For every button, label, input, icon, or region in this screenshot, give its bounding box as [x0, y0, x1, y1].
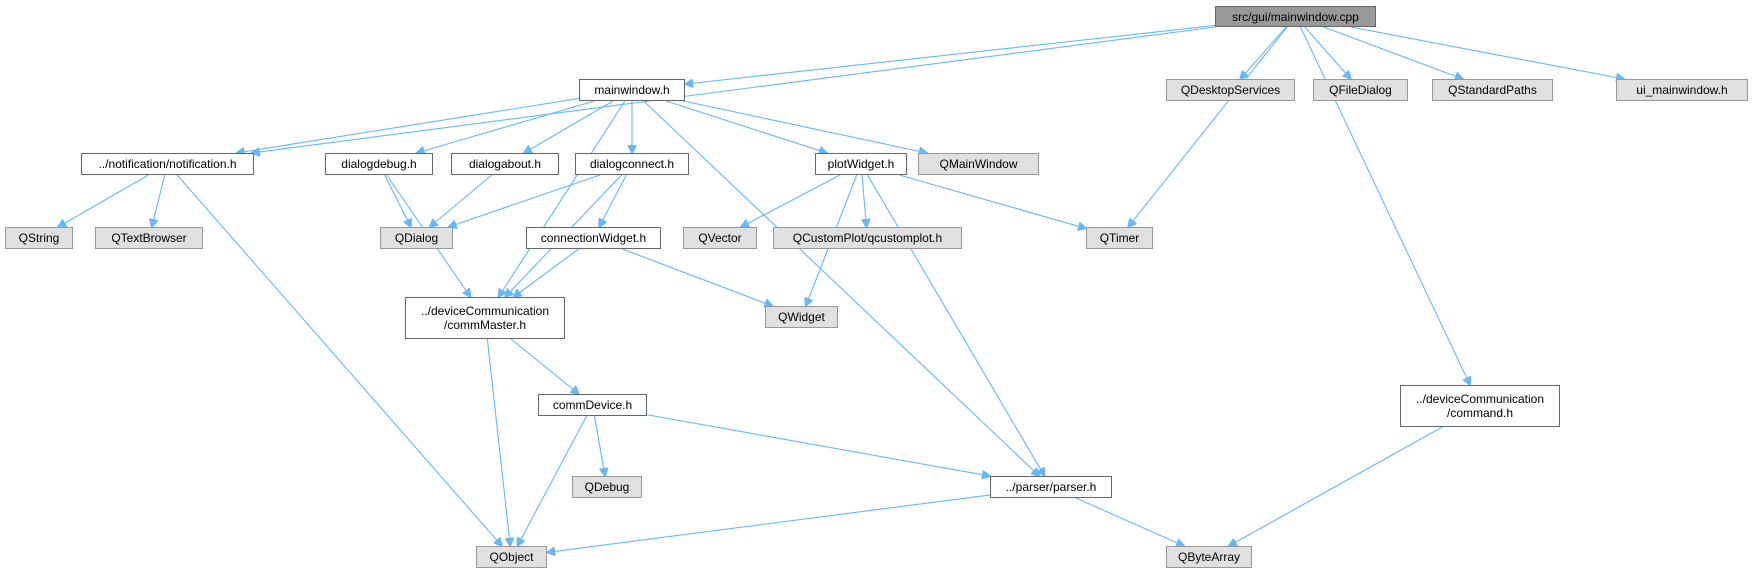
edge-root-to-qdesktop	[1240, 26, 1287, 79]
edge-notification-to-qtextbrowser	[152, 174, 166, 227]
edge-dialogconnect-to-qdialog	[449, 174, 601, 227]
node-qtextbrowser[interactable]: QTextBrowser	[95, 227, 203, 249]
node-qbytearray[interactable]: QByteArray	[1166, 546, 1252, 568]
edge-mainwindow-to-qmainwindow	[683, 100, 927, 153]
node-dialogconnect-h[interactable]: dialogconnect.h	[575, 153, 689, 175]
edge-mainwindow-to-notification	[237, 97, 580, 153]
node-qmainwindow[interactable]: QMainWindow	[918, 153, 1039, 175]
edge-root-to-qfiledialog	[1304, 26, 1351, 79]
node-qdesktopservices[interactable]: QDesktopServices	[1166, 79, 1295, 101]
node-dialogdebug-h[interactable]: dialogdebug.h	[325, 153, 433, 175]
edge-mainwindow-to-plotwidget	[665, 100, 827, 153]
edge-plotwidget-to-qcustomplot	[862, 174, 867, 227]
edge-mainwindow-to-commmaster	[499, 100, 626, 297]
node-plotwidget-h[interactable]: plotWidget.h	[815, 153, 907, 175]
node-commdevice-h[interactable]: commDevice.h	[538, 394, 647, 416]
edge-mainwindow-to-dialogabout	[524, 100, 614, 153]
node-parser-h[interactable]: ../parser/parser.h	[990, 476, 1112, 498]
edge-commdevice-to-qdebug	[593, 415, 605, 476]
node-ui-mainwindow-h[interactable]: ui_mainwindow.h	[1616, 79, 1748, 101]
node-notification-h[interactable]: ../notification/notification.h	[81, 153, 254, 175]
edge-command-to-qbytearray	[1229, 426, 1443, 546]
node-qwidget[interactable]: QWidget	[765, 306, 838, 328]
edge-notification-to-qobject	[176, 174, 502, 546]
edge-root-to-qstandardpaths	[1323, 26, 1463, 79]
node-qdebug[interactable]: QDebug	[572, 476, 642, 498]
edge-connwidget-to-qwidget	[622, 248, 772, 306]
node-qcustomplot-h[interactable]: QCustomPlot/qcustomplot.h	[773, 227, 962, 249]
edge-connwidget-to-commmaster	[513, 248, 579, 297]
edge-commdevice-to-qobject	[517, 415, 588, 546]
node-mainwindow-cpp[interactable]: src/gui/mainwindow.cpp	[1215, 6, 1376, 27]
edge-parser-to-qbytearray	[1075, 497, 1184, 546]
node-connectionwidget-h[interactable]: connectionWidget.h	[526, 227, 661, 249]
node-qvector[interactable]: QVector	[683, 227, 757, 249]
edge-dialogabout-to-qdialog	[430, 174, 493, 227]
edge-parser-to-qobject	[547, 494, 991, 552]
edge-commmaster-to-commdevice	[510, 338, 579, 394]
node-qobject[interactable]: QObject	[476, 546, 547, 568]
edge-dialogconnect-to-connwidget	[599, 174, 627, 227]
edge-plotwidget-to-qvector	[741, 174, 841, 227]
edge-notification-to-qstring	[58, 174, 149, 227]
edge-dialogdebug-to-qdialog	[384, 174, 411, 227]
node-qdialog[interactable]: QDialog	[380, 227, 453, 249]
node-dialogabout-h[interactable]: dialogabout.h	[451, 153, 559, 175]
edge-root-to-qtimer	[1128, 26, 1288, 227]
node-qstring[interactable]: QString	[5, 227, 73, 249]
edge-plotwidget-to-parser	[866, 174, 1044, 476]
edge-mainwindow-to-dialogdebug	[417, 100, 595, 153]
node-qfiledialog[interactable]: QFileDialog	[1313, 79, 1408, 101]
edge-commmaster-to-qobject	[486, 338, 510, 546]
edge-mainwindow-to-parser	[643, 100, 1040, 476]
edge-root-to-mainwindow	[685, 24, 1216, 84]
node-qstandardpaths[interactable]: QStandardPaths	[1432, 79, 1553, 101]
node-command-h[interactable]: ../deviceCommunication /command.h	[1400, 385, 1560, 427]
edge-plotwidget-to-qtimer	[899, 174, 1086, 228]
node-commmaster-h[interactable]: ../deviceCommunication /commMaster.h	[405, 297, 565, 339]
edge-commdevice-to-parser	[646, 414, 990, 476]
node-qtimer[interactable]: QTimer	[1086, 227, 1153, 249]
node-mainwindow-h[interactable]: mainwindow.h	[579, 79, 685, 101]
edge-root-to-notification	[252, 26, 1216, 153]
edge-root-to-uimainwindow	[1350, 26, 1624, 79]
